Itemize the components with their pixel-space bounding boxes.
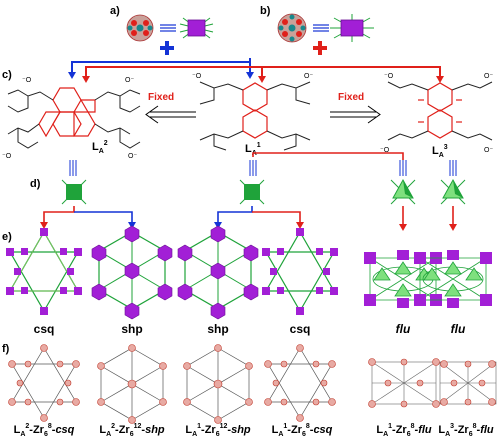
square-linker-node-2 <box>239 179 265 205</box>
panel-label-c: c) <box>2 69 12 81</box>
svg-text:O⁻: O⁻ <box>484 73 493 80</box>
shp-net-2 <box>177 225 259 320</box>
tetrahedral-linker-node-1 <box>390 178 416 205</box>
panel-label-f: f) <box>2 343 10 355</box>
crystal-structure-1 <box>8 344 80 422</box>
cube-node-8c-icon <box>179 17 214 39</box>
svg-text:O⁻: O⁻ <box>128 153 137 160</box>
svg-text:⁻O: ⁻O <box>2 153 12 160</box>
csq-net-2 <box>262 228 338 315</box>
zr6-cluster-12c-icon <box>277 13 307 43</box>
svg-text:O⁻: O⁻ <box>304 73 313 80</box>
equivalent-icon-b <box>313 24 329 32</box>
crystal-structure-2 <box>97 344 167 424</box>
square-linker-node-1 <box>61 179 87 205</box>
red-plus-icon <box>313 41 327 55</box>
topology-label-6: flu <box>451 322 466 336</box>
shp-net-1 <box>91 225 173 320</box>
topology-label-1: csq <box>34 322 55 336</box>
caption-2: LA2-Zr612-shp <box>99 423 165 438</box>
tetrahedral-linker-node-2 <box>440 178 466 205</box>
equivalent-icon-a <box>160 24 176 32</box>
fixed-label-left: Fixed <box>148 92 174 103</box>
ligand-la2-structure: ⁻O O⁻ ⁻O O⁻ <box>2 77 141 160</box>
caption-4: LA1-Zr68-csq <box>272 423 333 438</box>
flu-net-2 <box>414 250 492 308</box>
svg-text:⁻O: ⁻O <box>384 73 394 80</box>
csq-net-1 <box>6 228 82 315</box>
crystal-structure-6 <box>439 360 497 406</box>
blue-plus-icon <box>160 41 174 55</box>
panel-label-e: e) <box>2 231 12 243</box>
svg-text:⁻O: ⁻O <box>22 77 32 84</box>
svg-text:⁻O: ⁻O <box>380 147 390 154</box>
caption-1: LA2-Zr68-csq <box>14 423 75 438</box>
caption-5: LA1-Zr68-flu <box>376 423 432 438</box>
ligand-la2-label: LA2 <box>92 140 108 155</box>
combination-arrows <box>40 206 457 231</box>
panel-label-a: a) <box>110 5 120 17</box>
panel-label-d: d) <box>30 178 41 190</box>
fixed-arrow-left: Fixed <box>145 92 196 124</box>
topology-label-5: flu <box>396 322 411 336</box>
zr6-cluster-8c-icon <box>126 14 154 42</box>
equivalent-icons-row-c <box>69 152 457 176</box>
ligand-la3-label: LA3 <box>432 144 448 159</box>
caption-3: LA1-Zr612-shp <box>185 423 251 438</box>
fixed-arrow-right: Fixed <box>330 92 381 124</box>
topology-label-2: shp <box>121 322 142 336</box>
ligand-la1-structure: ⁻O O⁻ <box>192 73 313 151</box>
crystal-structure-4 <box>264 344 336 422</box>
fixed-label-right: Fixed <box>338 92 364 103</box>
hex-prism-node-12c-icon <box>330 14 374 42</box>
ligand-la3-structure: ⁻O O⁻ ⁻O O⁻ <box>380 73 493 154</box>
caption-6: LA3-Zr68-flu <box>438 423 494 438</box>
svg-text:O⁻: O⁻ <box>484 147 493 154</box>
topology-label-4: csq <box>290 322 311 336</box>
svg-text:⁻O: ⁻O <box>192 73 202 80</box>
panel-label-b: b) <box>260 5 271 17</box>
svg-text:O⁻: O⁻ <box>125 77 134 84</box>
crystal-structure-3 <box>183 344 253 424</box>
topology-label-3: shp <box>207 322 228 336</box>
connector-lines-top <box>68 58 444 83</box>
crystal-structure-5 <box>368 358 440 408</box>
